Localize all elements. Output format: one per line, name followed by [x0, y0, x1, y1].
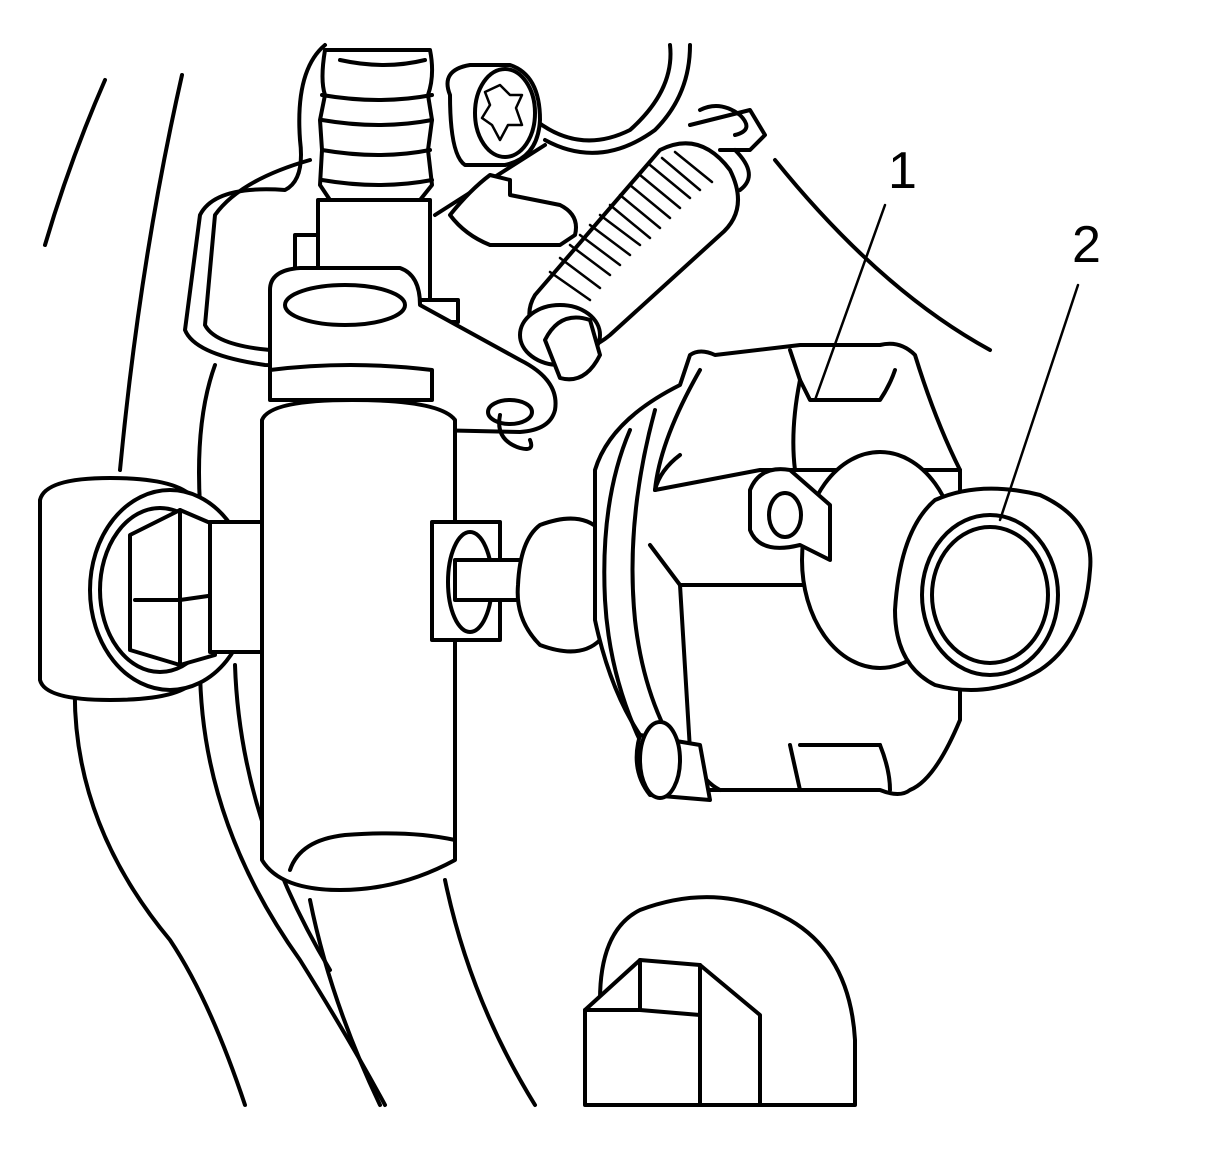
callout-leaders	[813, 203, 1080, 522]
coil-spring	[518, 141, 740, 382]
main-hose	[260, 363, 537, 1107]
bracket-loop	[183, 43, 692, 372]
callout-2: 2	[1072, 216, 1101, 274]
spring-hook	[688, 104, 767, 192]
seal-ring	[893, 486, 1093, 692]
callout-1: 1	[888, 142, 917, 200]
clip-bracket	[433, 143, 578, 247]
lower-spout	[634, 720, 712, 802]
frame-arc-right	[773, 158, 992, 352]
corrugated-hose	[318, 48, 435, 202]
lower-bolt-head	[583, 895, 857, 1107]
torx-bolt	[445, 63, 542, 167]
